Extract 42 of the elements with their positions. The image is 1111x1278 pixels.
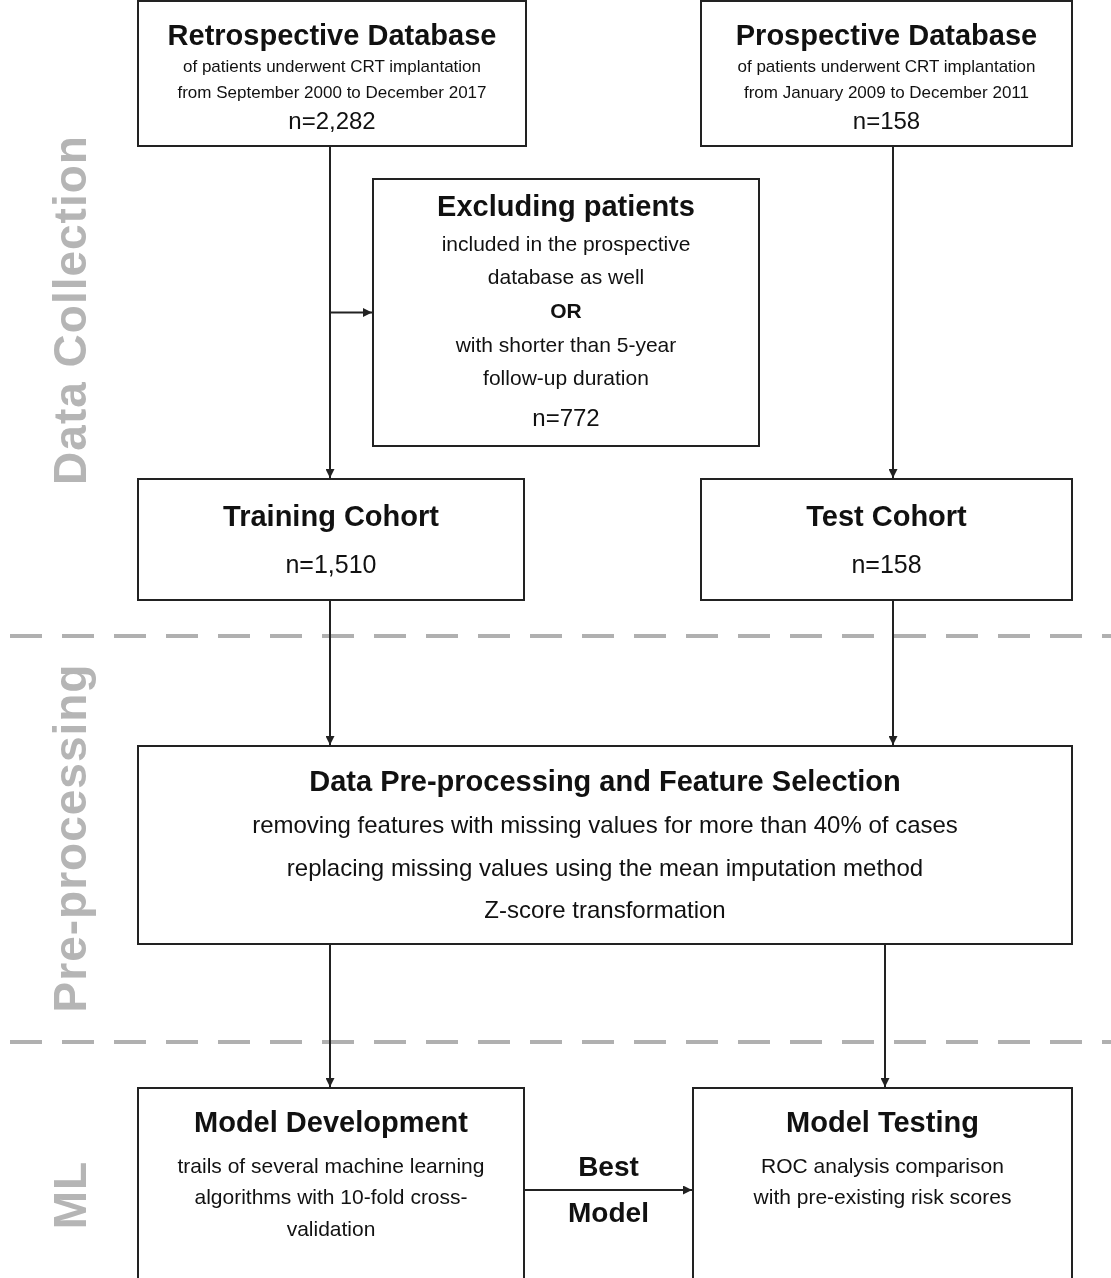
section-label: Pre-processing: [43, 663, 97, 1013]
arrow: [329, 146, 373, 317]
box-text: included in the prospective database as well: [440, 231, 692, 290]
box-heading: Data Pre-processing and Feature Selection: [309, 764, 901, 800]
arrow: [524, 1185, 693, 1195]
box-heading: Retrospective Database: [167, 18, 497, 53]
process-box: [700, 478, 1073, 601]
process-box: [137, 478, 525, 601]
box-text: ROC analysis comparison with pre-existing risk scores: [752, 1152, 1013, 1211]
box-text: Z-score transformation: [484, 895, 726, 926]
arrow: [880, 944, 890, 1088]
section-label: Data Collection: [43, 135, 97, 485]
box-text: with shorter than 5-year follow-up duration: [454, 331, 678, 391]
process-box: [137, 1087, 525, 1278]
box-heading: Prospective Database: [735, 18, 1038, 53]
arrow: [888, 146, 898, 479]
box-text: of patients underwent CRT implantation from January 2009 to December 2011: [736, 56, 1037, 104]
section-label: ML: [43, 1160, 97, 1230]
box-text: OR: [550, 298, 582, 325]
process-box: [137, 0, 527, 147]
process-box: [692, 1087, 1073, 1278]
edge-label: Best Model: [567, 1150, 650, 1230]
box-text: of patients underwent CRT implantation from September 2000 to December 2017: [176, 56, 488, 104]
box-text: trails of several machine learning algorithms with 10-fold cross-validation: [176, 1152, 486, 1242]
box-text: n=158: [852, 107, 921, 137]
arrow: [325, 600, 335, 746]
process-box: [372, 178, 760, 447]
box-heading: Model Testing: [786, 1105, 979, 1140]
box-heading: Test Cohort: [806, 499, 967, 535]
box-heading: Training Cohort: [223, 499, 439, 535]
box-text: replacing missing values using the mean imputation method: [286, 852, 924, 883]
process-box: [700, 0, 1073, 147]
box-text: n=158: [851, 549, 922, 581]
box-heading: Model Development: [194, 1105, 468, 1140]
box-heading: Excluding patients: [437, 188, 695, 224]
box-text: removing features with missing values for more than 40% of cases: [252, 810, 958, 841]
box-text: n=1,510: [285, 549, 377, 581]
box-text: n=2,282: [288, 107, 376, 137]
arrow: [325, 944, 335, 1088]
box-text: n=772: [532, 403, 600, 434]
arrow: [888, 600, 898, 746]
process-box: [137, 745, 1073, 945]
